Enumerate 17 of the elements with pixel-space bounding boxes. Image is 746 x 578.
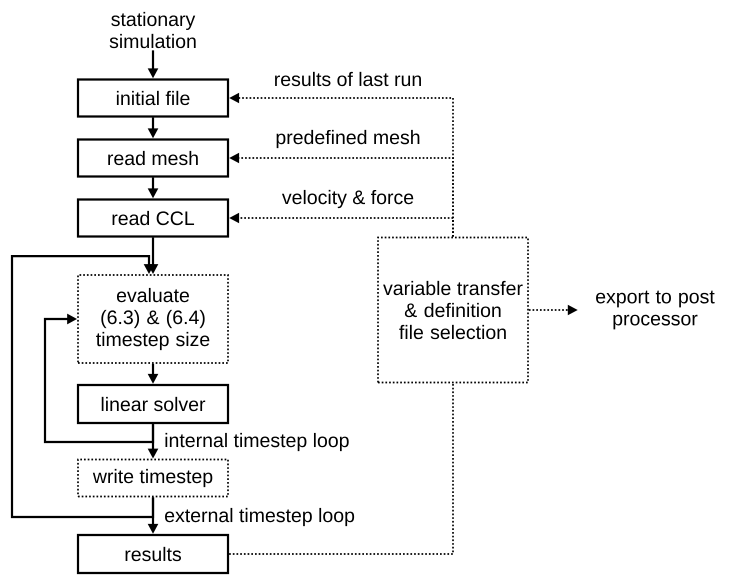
process-box: read CCL bbox=[76, 198, 230, 238]
output-text: export to post processor bbox=[596, 290, 715, 330]
start-text: stationary simulation bbox=[110, 12, 196, 48]
edge-label: internal timestep loop bbox=[163, 432, 351, 452]
process-box: evaluate (6.3) & (6.4) timestep size bbox=[77, 274, 229, 364]
process-box: linear solver bbox=[76, 384, 230, 424]
edge-label: results of last run bbox=[272, 70, 424, 88]
edge-label: predefined mesh bbox=[274, 128, 422, 150]
edge-label: velocity & force bbox=[280, 188, 416, 210]
process-box: results bbox=[76, 534, 230, 574]
process-box: variable transfer & definition file selection bbox=[377, 236, 529, 384]
arrow bbox=[44, 314, 154, 444]
process-box: initial file bbox=[76, 78, 230, 118]
process-box: read mesh bbox=[76, 138, 230, 178]
process-box: write timestep bbox=[77, 458, 229, 498]
edge-label: external timestep loop bbox=[163, 506, 356, 528]
arrow bbox=[10, 255, 154, 518]
